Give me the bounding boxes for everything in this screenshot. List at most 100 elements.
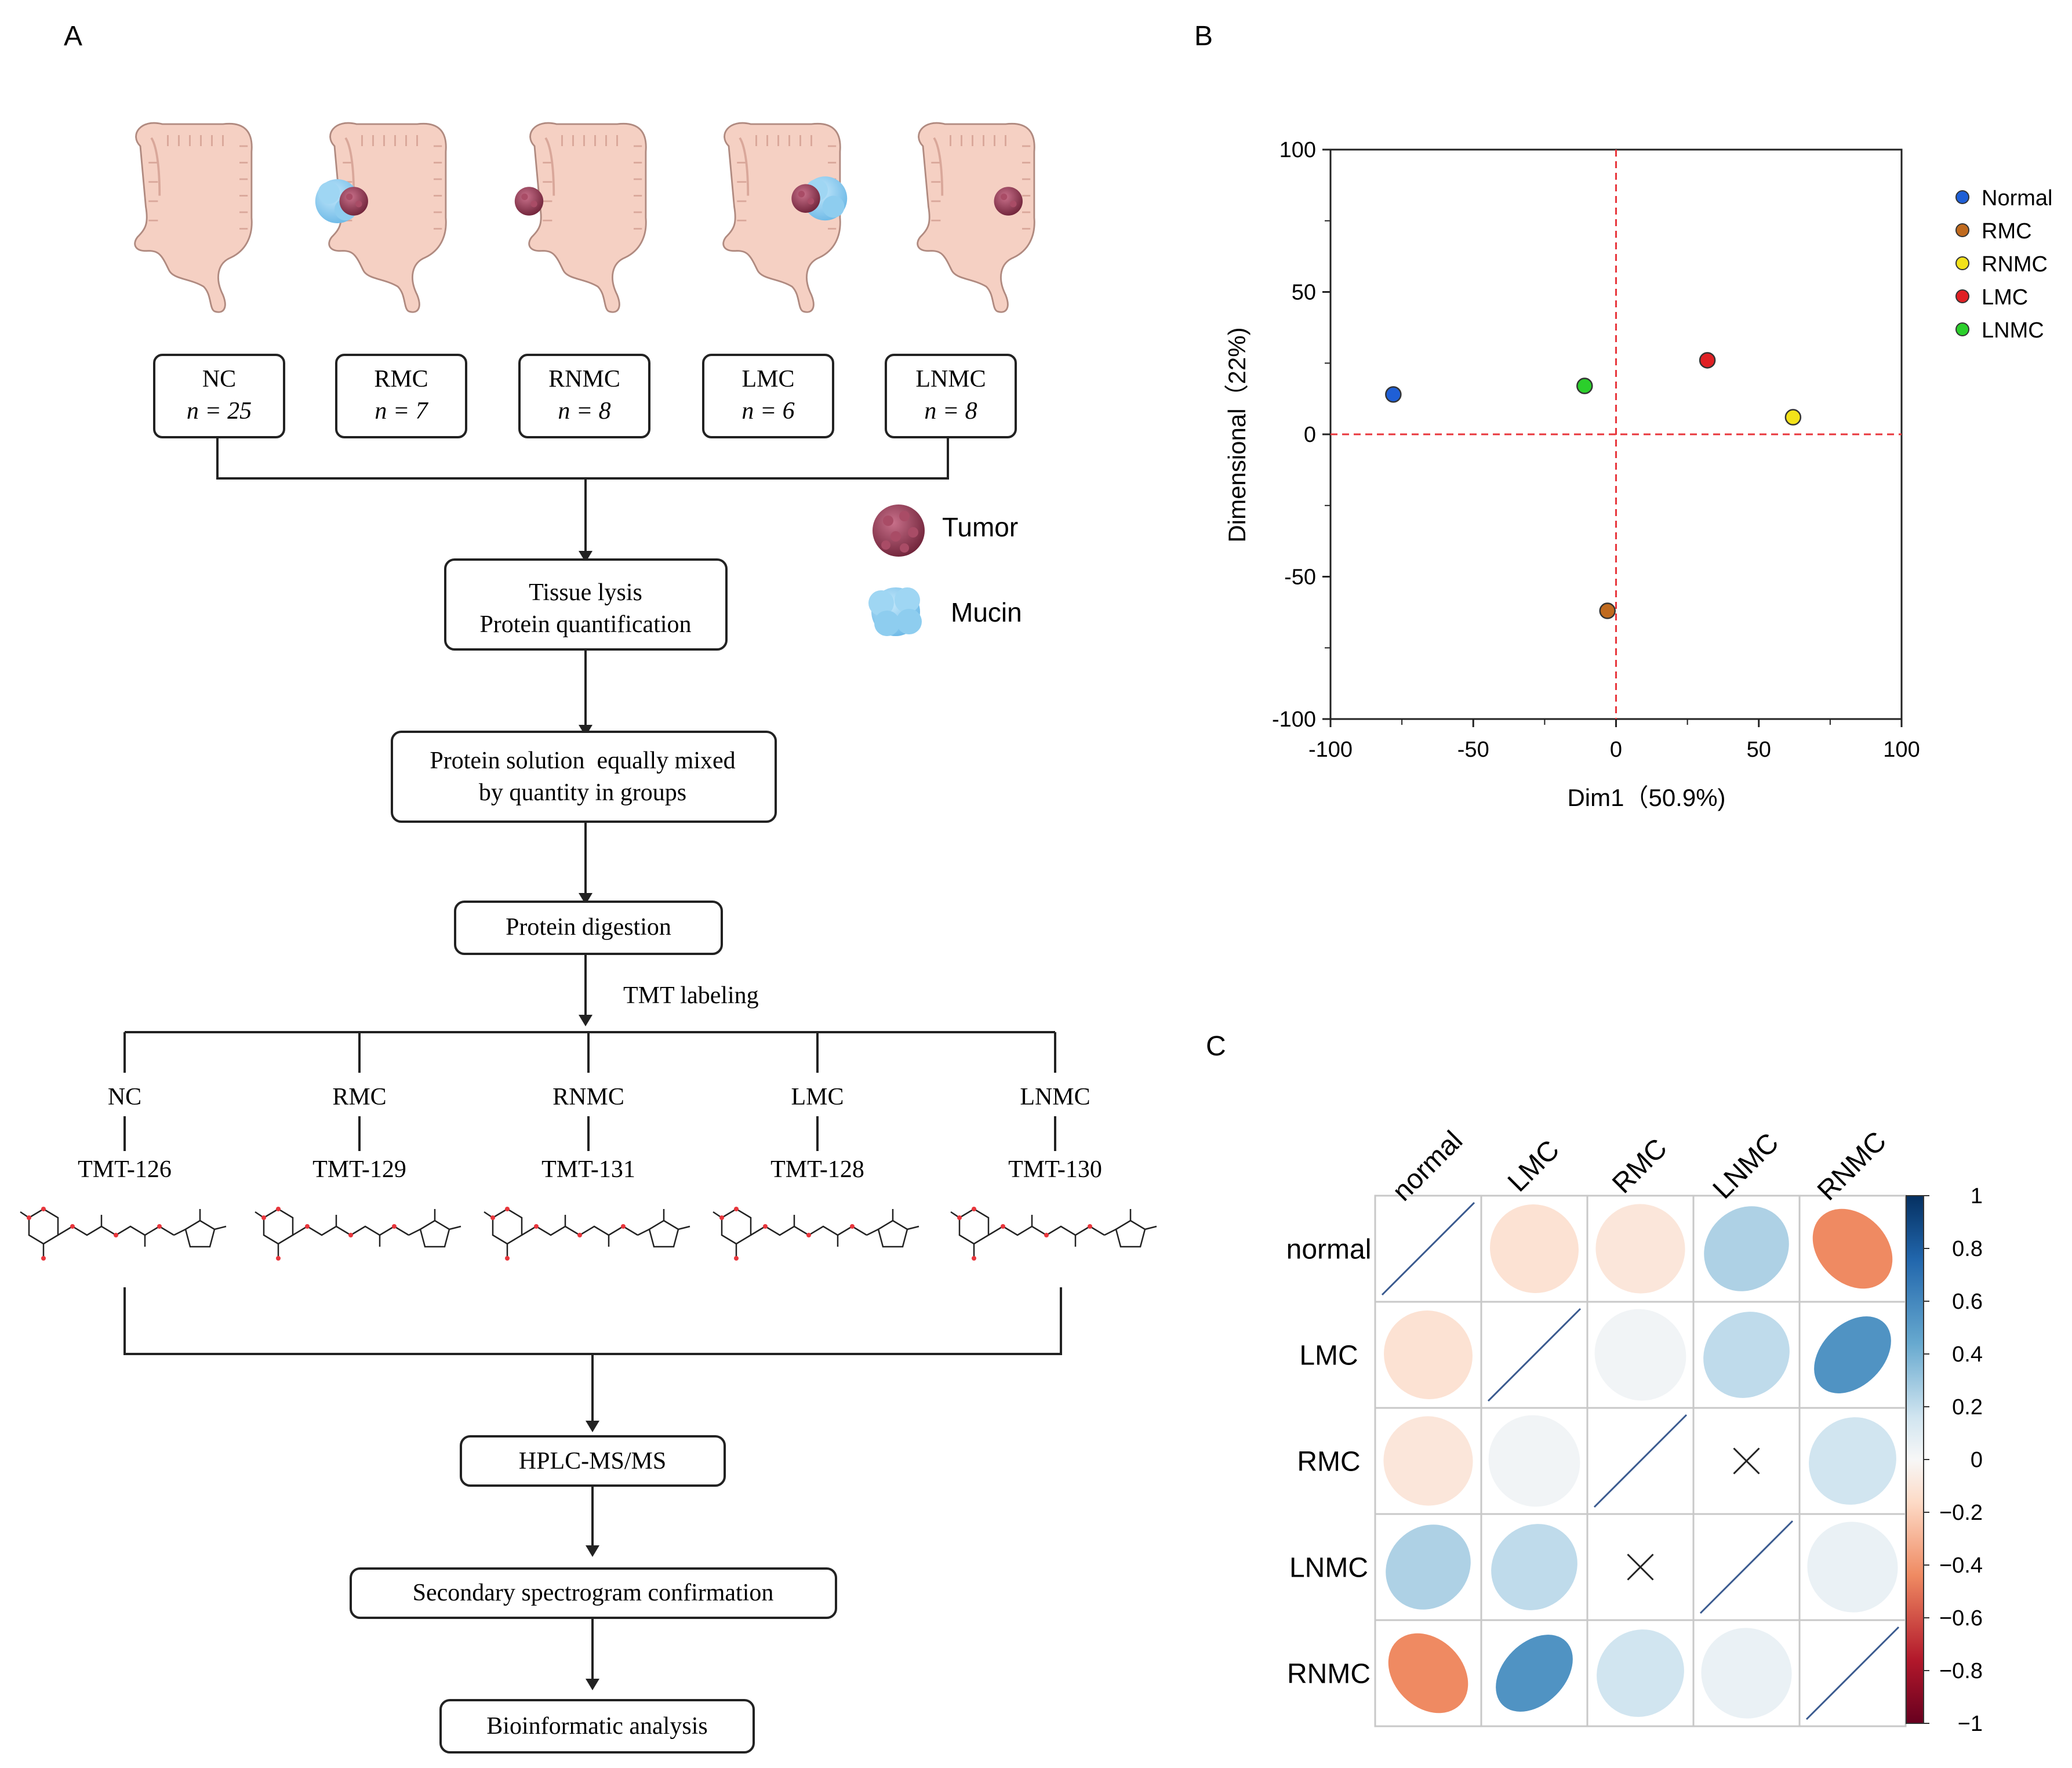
colon-illustrations [133, 122, 1036, 314]
corr-col-label: RNMC [1812, 1126, 1892, 1206]
point-rnmc [1784, 409, 1802, 426]
tmt-groups: NCTMT-126RMCTMT-129RNMCTMT-131LMCTMT-128… [20, 1084, 1157, 1261]
corr-ellipse [1807, 1522, 1898, 1613]
corr-cell [1374, 1407, 1482, 1515]
corr-cell [1692, 1513, 1801, 1621]
group-box-rnmc: RNMC n = 8 [518, 354, 650, 438]
tmt-tag: TMT-130 [1008, 1156, 1102, 1183]
legend-label: RMC [1982, 219, 2032, 244]
corr-cell [1586, 1513, 1695, 1621]
corr-ellipse [1496, 1635, 1573, 1712]
x-tick-label: 100 [1883, 738, 1920, 762]
diagonal-line [1381, 1201, 1475, 1296]
corr-cell [1480, 1407, 1588, 1515]
corr-ellipse [1701, 1628, 1792, 1719]
tumor-icon [994, 187, 1023, 216]
insignificant-mark [1627, 1553, 1654, 1581]
y-tick-label: -50 [1284, 565, 1316, 590]
corr-cell [1374, 1195, 1482, 1303]
step-bioinfo-label: Bioinformatic analysis [486, 1713, 707, 1740]
corr-ellipse [1809, 1417, 1896, 1505]
corr-ellipse [1488, 1415, 1580, 1507]
group-n: n = 8 [924, 398, 977, 424]
tumor-icon [514, 187, 544, 216]
colorbar-tick-label: −1 [1958, 1712, 1983, 1736]
tumor-icon [791, 184, 820, 213]
corr-row-label: RMC [1297, 1447, 1360, 1477]
step-hplc: HPLC-MS/MS [460, 1435, 726, 1487]
tmt-labeling-label: TMT labeling [623, 982, 759, 1009]
group-box-nc: NC n = 25 [153, 354, 285, 438]
mucin-legend-label: Mucin [951, 597, 1022, 627]
tmt-structure-icon [20, 1207, 227, 1261]
legend-item-normal: Normal [1955, 186, 2052, 210]
corr-cell [1586, 1407, 1695, 1515]
legend-item-lmc: LMC [1955, 285, 2028, 310]
tumor-legend-label: Tumor [942, 512, 1018, 542]
group-n: n = 7 [375, 398, 428, 424]
flow-connectors [123, 438, 1062, 1682]
group-n: n = 25 [187, 398, 252, 424]
x-tick-label: 0 [1610, 738, 1622, 762]
colon-rmc [315, 122, 448, 314]
legend-marker [1955, 322, 1969, 336]
corr-cell [1798, 1513, 1907, 1621]
corr-cell [1374, 1619, 1482, 1727]
colorbar-tick-label: −0.8 [1939, 1659, 1983, 1683]
insignificant-mark [1733, 1447, 1760, 1475]
legend-item-lnmc: LNMC [1955, 318, 2044, 343]
tmt-structure-icon [950, 1207, 1157, 1261]
corr-cell [1798, 1301, 1907, 1409]
tmt-group-name: RNMC [552, 1084, 624, 1110]
step-mix-line1: Protein solution equally mixed [430, 747, 735, 774]
corr-ellipse [1814, 1316, 1891, 1393]
corr-row-label: LNMC [1289, 1553, 1368, 1584]
group-n: n = 8 [558, 398, 610, 424]
corr-col-label: LMC [1502, 1134, 1565, 1197]
legend-label: LNMC [1982, 318, 2044, 343]
corr-col-label: LNMC [1707, 1127, 1785, 1205]
corr-cell [1692, 1619, 1801, 1727]
corr-cell [1798, 1407, 1907, 1515]
group-box-rmc: RMC n = 7 [335, 354, 467, 438]
group-name: LNMC [915, 366, 986, 393]
group-name: NC [202, 366, 236, 393]
point-lnmc [1576, 377, 1593, 394]
legend-label: LMC [1982, 285, 2028, 310]
tumor-icon [339, 187, 368, 216]
group-n: n = 6 [741, 398, 794, 424]
corr-cell [1798, 1195, 1907, 1303]
colon-lmc [722, 122, 848, 314]
step-secondary-label: Secondary spectrogram confirmation [413, 1580, 774, 1606]
legend-marker [1955, 256, 1969, 270]
point-rmc [1599, 602, 1616, 619]
y-tick-label: -100 [1272, 707, 1316, 732]
corr-cell [1480, 1301, 1588, 1409]
group-name: RMC [374, 366, 428, 393]
point-lmc [1699, 352, 1716, 369]
group-box-lnmc: LNMC n = 8 [885, 354, 1017, 438]
diagonal-line [1487, 1308, 1582, 1402]
legend-label: Normal [1982, 186, 2052, 210]
corr-ellipse [1490, 1204, 1579, 1293]
tmt-group-name: LNMC [1020, 1084, 1090, 1110]
diagonal-line [1593, 1414, 1688, 1508]
colorbar-tick-label: −0.6 [1939, 1606, 1983, 1631]
legend-item-rmc: RMC [1955, 219, 2032, 244]
tmt-group-name: NC [108, 1084, 141, 1110]
step-lysis: Tissue lysis Protein quantification [444, 558, 728, 651]
corr-cell [1586, 1619, 1695, 1727]
corr-col-label: normal [1387, 1125, 1468, 1207]
tmt-group-name: RMC [332, 1084, 386, 1110]
step-secondary: Secondary spectrogram confirmation [350, 1567, 837, 1619]
x-tick-label: -50 [1457, 738, 1489, 762]
colorbar-tick-label: 0.6 [1952, 1290, 1983, 1314]
corr-ellipse [1383, 1416, 1473, 1506]
group-name: RNMC [548, 366, 620, 393]
